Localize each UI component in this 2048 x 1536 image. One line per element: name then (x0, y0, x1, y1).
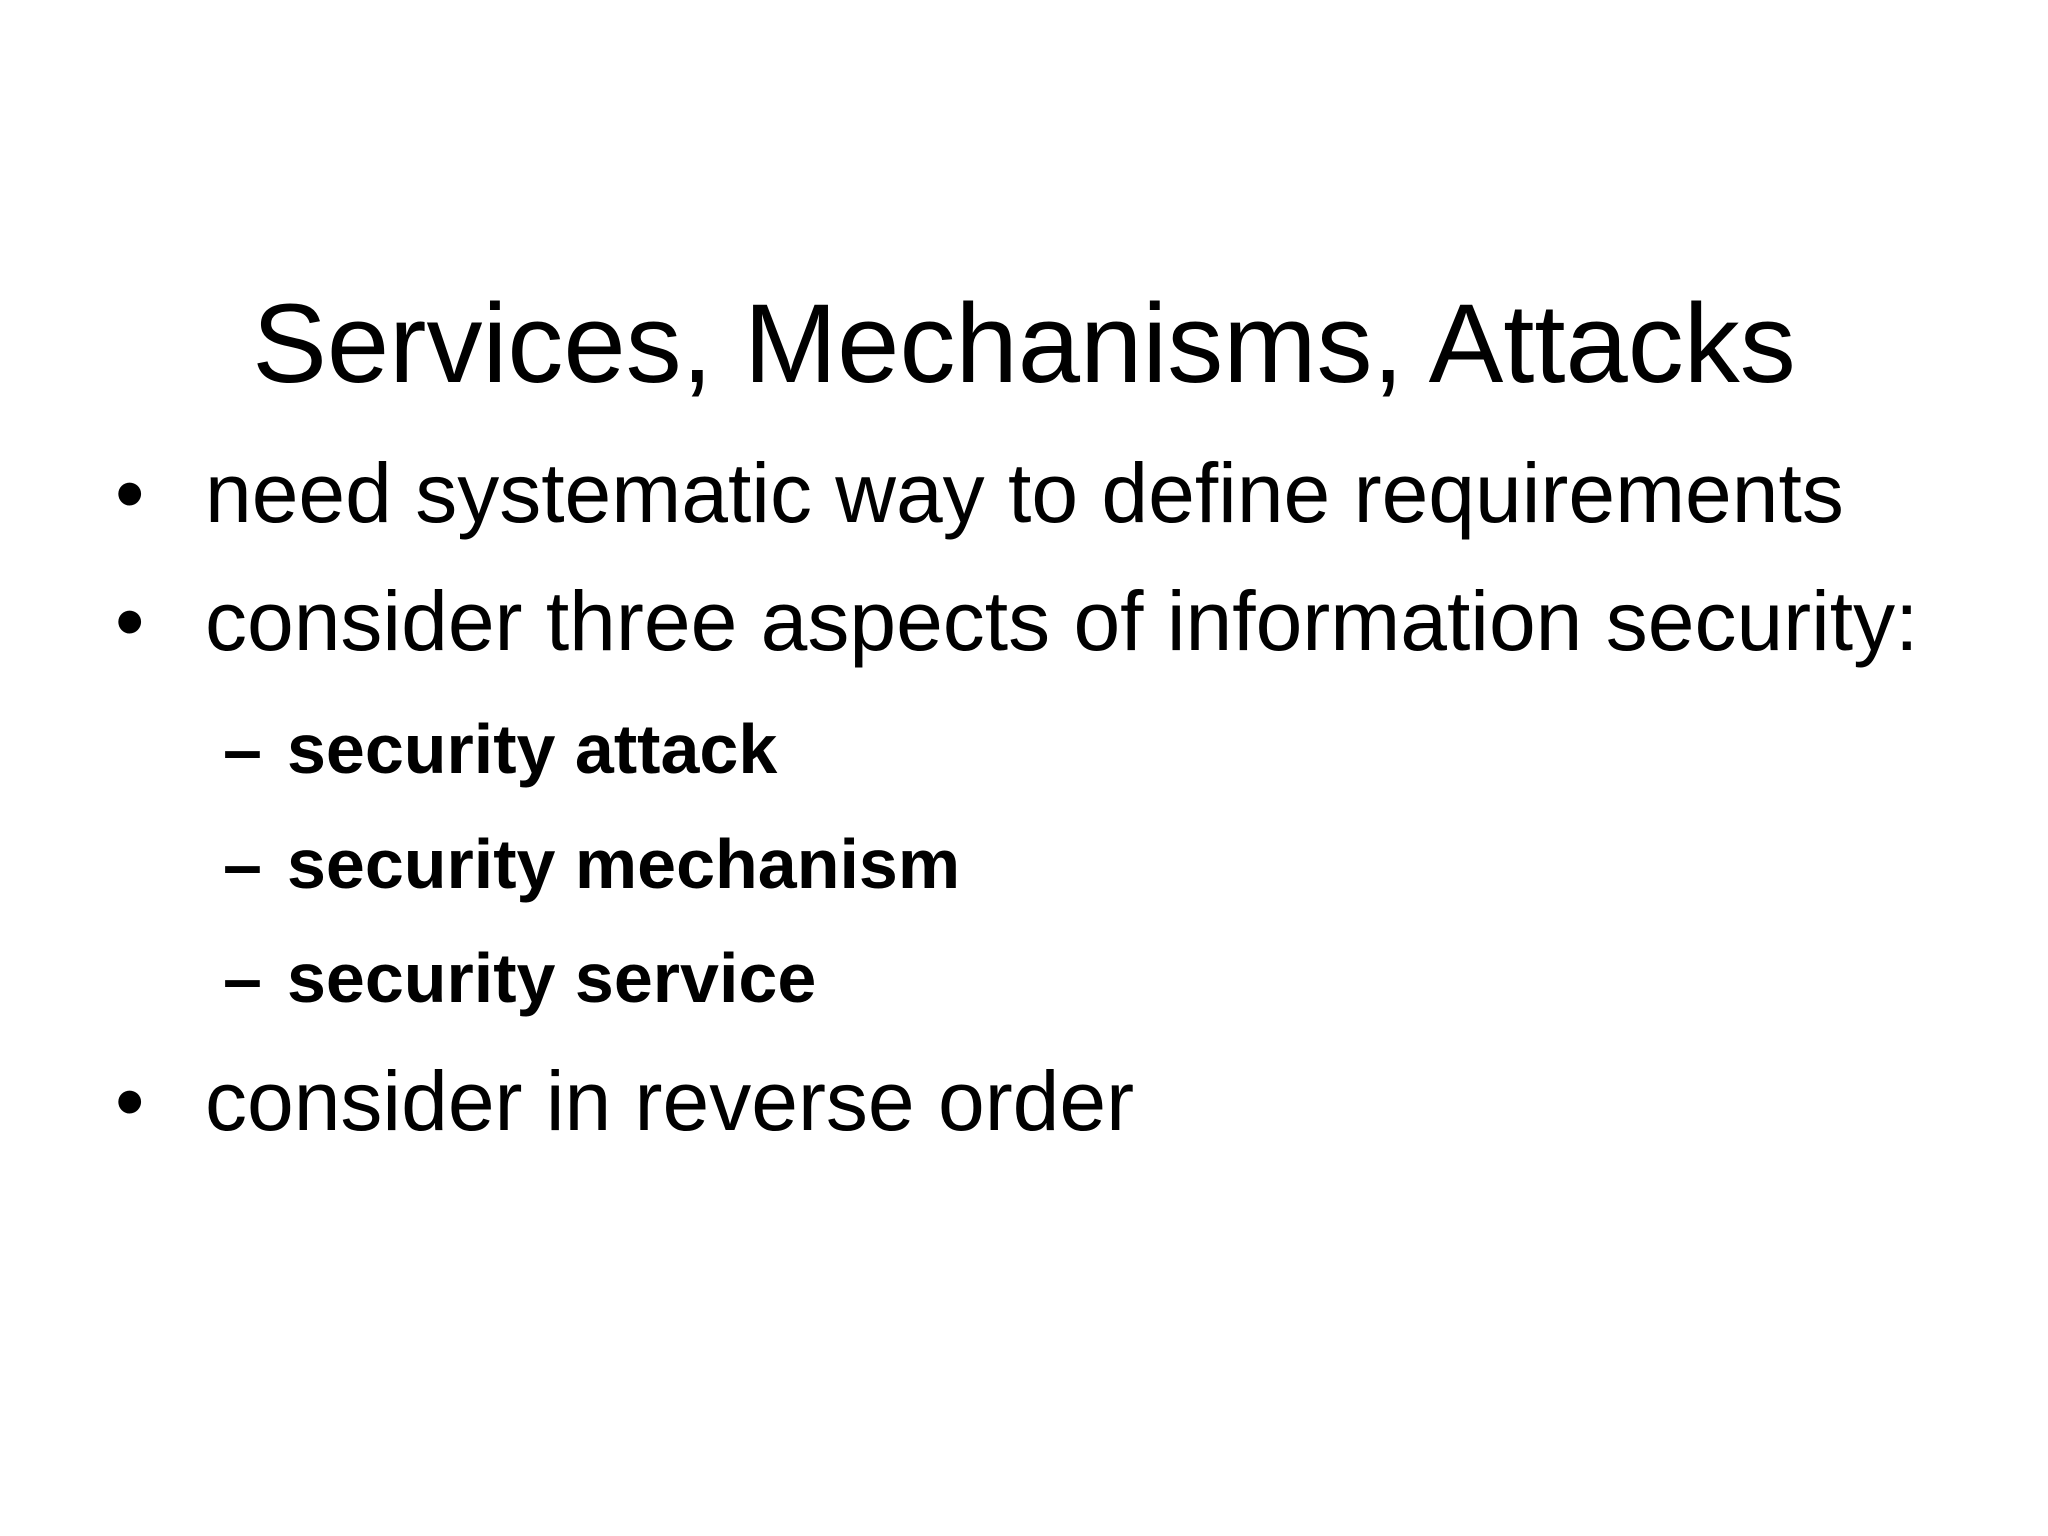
sub-bullet-item: – security service (223, 943, 816, 1013)
bullet-dot-marker: • (115, 446, 145, 540)
sub-bullet-text: security attack (287, 710, 778, 788)
sub-bullet-text: security service (287, 939, 817, 1017)
bullet-item: • consider three aspects of information … (115, 579, 1918, 663)
bullet-item: • consider in reverse order (115, 1059, 1134, 1143)
dash-marker: – (223, 825, 262, 903)
bullet-dot-marker: • (115, 574, 145, 668)
dash-marker: – (223, 710, 262, 788)
bullet-text: consider three aspects of information se… (205, 574, 1919, 668)
bullet-text: consider in reverse order (205, 1054, 1135, 1148)
dash-marker: – (223, 939, 262, 1017)
bullet-item: • need systematic way to define requirem… (115, 451, 1844, 535)
bullet-dot-marker: • (115, 1054, 145, 1148)
slide-title: Services, Mechanisms, Attacks (252, 281, 1796, 407)
bullet-text: need systematic way to define requiremen… (205, 446, 1844, 540)
sub-bullet-text: security mechanism (287, 825, 961, 903)
sub-bullet-item: – security mechanism (223, 829, 960, 899)
sub-bullet-item: – security attack (223, 714, 777, 784)
